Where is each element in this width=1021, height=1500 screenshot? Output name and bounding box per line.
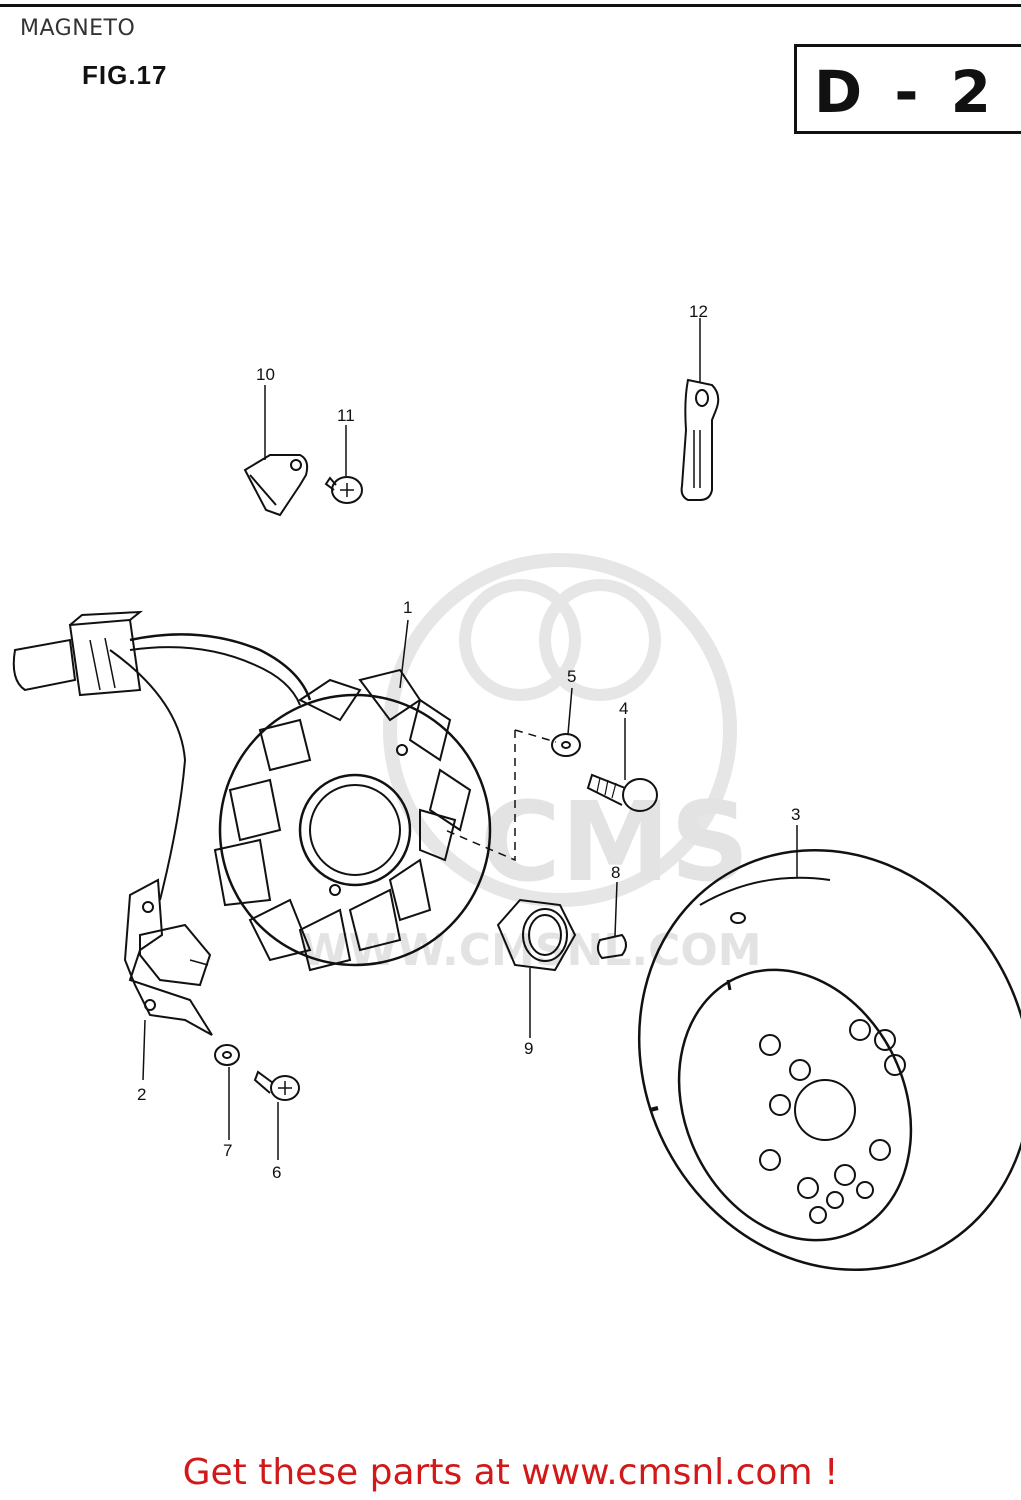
watermark: CMS WWW.CMSNL.COM [300,553,762,976]
section-box [794,44,1021,134]
part-11-screw [324,476,363,504]
callout-4: 4 [619,699,628,718]
part-10-clamp [243,454,309,517]
callout-8: 8 [611,863,620,882]
leader-lines [142,318,798,1160]
callout-7: 7 [223,1141,232,1160]
figure-label: FIG.17 [82,60,168,90]
callout-3: 3 [791,805,800,824]
top-rule [0,4,1021,7]
part-7-washer [214,1044,240,1066]
callout-10: 10 [256,365,275,384]
alignment-guide [444,730,516,862]
part-6-screw [253,1070,300,1101]
part-3-flywheel-rotor [637,849,1021,1271]
watermark-url: WWW.CMSNL.COM [300,925,762,976]
callout-1: 1 [403,598,412,617]
section-code: D - 2 [814,58,997,126]
callout-2: 2 [137,1085,146,1104]
footer-parts-link[interactable]: Get these parts at www.cmsnl.com ! [182,1452,839,1493]
callout-5: 5 [567,667,576,686]
callout-labels: 1 2 3 4 5 6 7 8 9 10 11 12 [137,302,800,1182]
wiring-harness [12,610,312,901]
watermark-logo: CMS [480,778,749,906]
part-2-pickup-coil [123,878,213,1036]
part-9-nut [496,898,577,972]
callout-6: 6 [272,1163,281,1182]
part-5-washer [551,733,581,757]
part-1-stator [213,668,492,972]
page-title: MAGNETO [20,16,136,41]
callout-12: 12 [689,302,708,321]
part-8-key [596,933,627,960]
part-4-bolt [586,773,658,812]
callout-11: 11 [337,406,355,425]
part-12-bracket [680,378,720,501]
callout-9: 9 [524,1039,533,1058]
